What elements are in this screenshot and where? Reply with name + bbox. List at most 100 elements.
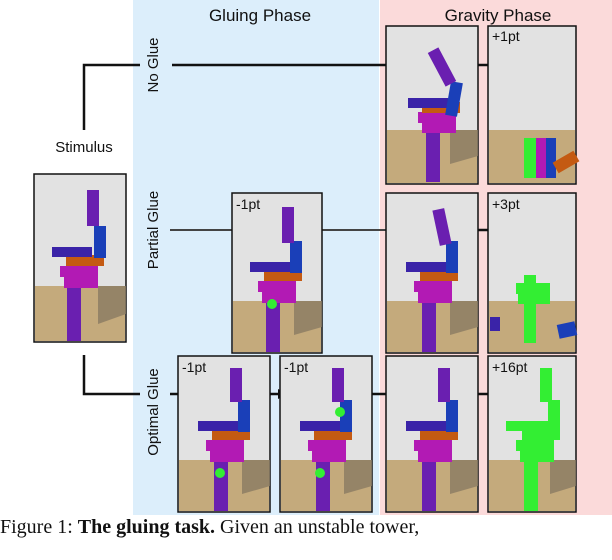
- block-purple-base: [67, 288, 81, 341]
- block-purple-base: [422, 303, 436, 352]
- partial-glue-gravity-panel: [385, 192, 479, 354]
- block-magenta-low: [418, 451, 452, 462]
- block-blue: [238, 400, 250, 432]
- block-magenta-mid: [414, 281, 452, 292]
- optimal-glue-cost-2: -1pt: [284, 359, 308, 375]
- block-green: [524, 138, 536, 178]
- block-magenta-mid: [418, 112, 456, 123]
- block-indigo: [300, 421, 340, 431]
- block-purple-top: [230, 368, 242, 402]
- block-indigo: [406, 421, 446, 431]
- block-magenta-mid: [258, 281, 296, 292]
- block-indigo: [408, 98, 448, 108]
- block-magenta-mid: [308, 440, 346, 451]
- block-magenta-low: [422, 122, 456, 133]
- block-green-top: [524, 275, 536, 285]
- block-purple-top: [332, 368, 344, 402]
- partial-glue-cost: -1pt: [236, 196, 260, 212]
- block-blue: [446, 400, 458, 432]
- block-purple-top: [438, 368, 450, 402]
- glue-dot: [215, 468, 225, 478]
- block-magenta-low: [262, 292, 296, 303]
- figure-caption: Figure 1: The gluing task. Given an unst…: [0, 516, 612, 560]
- no-glue-result-panel: +1pt: [487, 25, 580, 185]
- optimal-glue-cost-1: -1pt: [182, 359, 206, 375]
- block-orange: [314, 429, 352, 440]
- block-orange: [212, 429, 250, 440]
- block-blue: [94, 226, 106, 258]
- stimulus-label: Stimulus: [55, 139, 113, 156]
- caption-title: The gluing task.: [77, 516, 216, 538]
- block-indigo: [198, 421, 238, 431]
- gluing-phase-title: Gluing Phase: [209, 6, 311, 25]
- block-purple-base: [266, 303, 280, 352]
- block-purple-base: [426, 132, 440, 182]
- caption-text: Given an unstable tower,: [220, 516, 420, 538]
- block-green-top: [540, 368, 552, 402]
- block-green-indigo: [506, 421, 548, 431]
- block-green-base: [524, 303, 536, 343]
- tower-shadow: [550, 460, 576, 494]
- block-indigo: [52, 247, 92, 257]
- block-magenta-low: [418, 292, 452, 303]
- no-glue-label: No Glue: [145, 37, 162, 92]
- partial-glue-label: Partial Glue: [145, 191, 162, 269]
- tower-shadow: [450, 460, 478, 494]
- partial-glue-score: +3pt: [492, 196, 520, 212]
- block-indigo-fallen: [490, 317, 500, 331]
- gravity-phase-title: Gravity Phase: [445, 6, 552, 25]
- tower-shadow: [294, 301, 322, 335]
- block-purple-top: [87, 190, 99, 226]
- block-orange: [66, 255, 104, 266]
- optimal-glue-label: Optimal Glue: [145, 368, 162, 456]
- optimal-glue-glued-panel-1: -1pt: [177, 355, 271, 513]
- block-indigo: [250, 262, 290, 272]
- block-blue-fallen: [556, 321, 578, 339]
- block-purple-base: [422, 462, 436, 511]
- block-purple-top: [282, 207, 294, 243]
- block-magenta: [536, 138, 546, 178]
- tower-shadow: [450, 130, 478, 164]
- block-blue: [445, 81, 463, 117]
- block-purple-top: [432, 208, 452, 246]
- block-orange: [420, 429, 458, 440]
- block-magenta-low: [210, 451, 244, 462]
- optimal-glue-gravity-panel: [385, 355, 479, 513]
- tower-shadow: [242, 460, 270, 494]
- tower-shadow: [450, 301, 478, 335]
- block-magenta-mid: [414, 440, 452, 451]
- optimal-glue-result-panel: +16pt: [487, 355, 577, 513]
- block-green-low: [518, 293, 550, 304]
- block-magenta-low: [64, 277, 98, 288]
- tower-shadow: [98, 286, 126, 324]
- block-green-base: [524, 462, 538, 511]
- glue-dot: [267, 299, 277, 309]
- optimal-glue-score: +16pt: [492, 359, 528, 375]
- block-green-orange: [522, 429, 560, 440]
- partial-glue-glued-panel: -1pt: [231, 192, 323, 354]
- connector-lines: [82, 63, 140, 396]
- tower-shadow: [344, 460, 372, 494]
- block-green-mid: [516, 440, 554, 451]
- block-orange: [264, 270, 302, 281]
- block-magenta-mid: [206, 440, 244, 451]
- block-magenta-low: [312, 451, 346, 462]
- block-orange: [552, 150, 580, 174]
- block-blue: [446, 241, 458, 273]
- block-orange: [420, 270, 458, 281]
- no-glue-score: +1pt: [492, 28, 520, 44]
- optimal-glue-glued-panel-2: -1pt: [279, 355, 373, 513]
- block-green-mid: [516, 283, 550, 294]
- block-green-blue: [548, 400, 560, 432]
- block-indigo: [406, 262, 446, 272]
- caption-prefix: Figure 1:: [0, 516, 73, 538]
- block-blue: [290, 241, 302, 273]
- glue-dot-lower: [315, 468, 325, 478]
- stimulus-panel: [33, 173, 127, 343]
- glue-dot-upper: [335, 407, 345, 417]
- block-purple-top: [427, 47, 457, 87]
- partial-glue-result-panel: +3pt: [487, 192, 578, 354]
- block-magenta-mid: [60, 266, 98, 277]
- block-green-low: [520, 451, 554, 462]
